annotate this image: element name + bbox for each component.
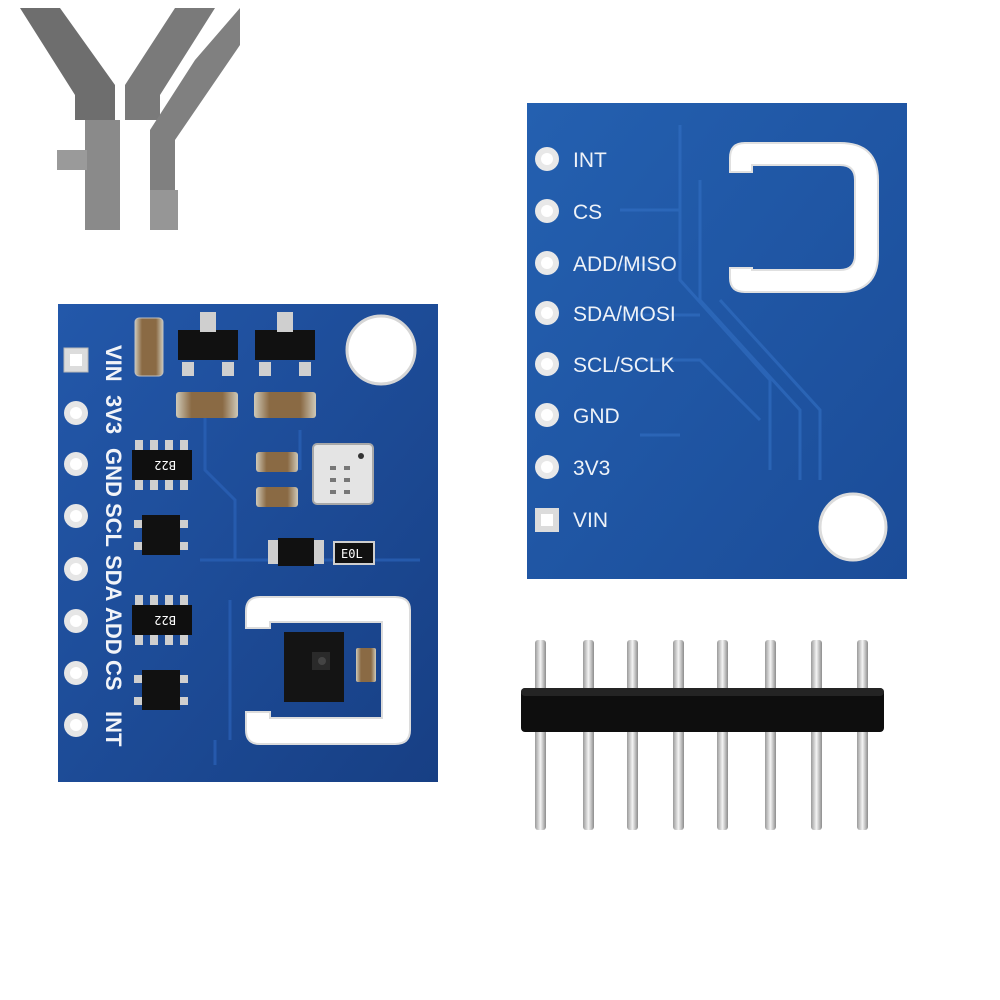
front-pin-label: SCL <box>101 503 126 547</box>
back-pin-label: GND <box>573 405 620 428</box>
back-pin-label: CS <box>573 201 602 224</box>
header-pins <box>535 640 868 830</box>
resistor <box>256 452 298 472</box>
front-pin-label: 3V3 <box>101 395 126 434</box>
sensor-isolation-slot <box>245 596 411 745</box>
component-marking: E0L <box>341 547 363 561</box>
mounting-hole <box>818 492 888 562</box>
capacitor <box>134 317 164 377</box>
front-pin-label: VIN <box>101 345 126 382</box>
back-isolation-slot <box>729 142 879 293</box>
brand-logo <box>20 8 240 230</box>
front-pin-label: INT <box>101 711 126 747</box>
back-pin-label: ADD/MISO <box>573 253 677 276</box>
transistor <box>178 312 238 376</box>
diode <box>268 538 324 566</box>
mounting-hole <box>345 314 417 386</box>
transistor <box>255 312 315 376</box>
chip-marking: B22 <box>154 458 176 472</box>
front-pin-label: ADD <box>101 607 126 655</box>
humidity-sensor <box>284 632 344 702</box>
front-pin-label: GND <box>101 448 126 497</box>
back-pin-label: 3V3 <box>573 457 610 480</box>
chip-marking: B22 <box>154 613 176 627</box>
front-pin-labels: VIN 3V3 GND SCL SDA ADD CS INT <box>101 345 126 747</box>
capacitor <box>356 648 376 682</box>
back-pin-pads <box>535 147 559 532</box>
pin-header <box>521 640 884 830</box>
ic-chip <box>134 515 188 555</box>
capacitor <box>254 392 316 418</box>
small-component: E0L <box>333 541 375 565</box>
header-body <box>521 688 884 732</box>
back-pin-label: VIN <box>573 509 608 532</box>
back-pin-label: SCL/SCLK <box>573 354 675 377</box>
resistor <box>256 487 298 507</box>
front-pin-label: SDA <box>101 555 126 602</box>
resistor-array: B22 <box>132 440 192 490</box>
ic-chip <box>134 670 188 710</box>
back-board: INT CS ADD/MISO SDA/MOSI SCL/SCLK GND 3V… <box>527 103 907 579</box>
front-board: VIN 3V3 GND SCL SDA ADD CS INT <box>58 304 438 782</box>
back-pin-label: INT <box>573 149 607 172</box>
back-pin-label: SDA/MOSI <box>573 303 676 326</box>
front-pin-pads <box>63 347 89 737</box>
pressure-sensor <box>312 443 374 505</box>
resistor-array: B22 <box>132 595 192 645</box>
front-pin-label: CS <box>101 660 126 691</box>
capacitor <box>176 392 238 418</box>
